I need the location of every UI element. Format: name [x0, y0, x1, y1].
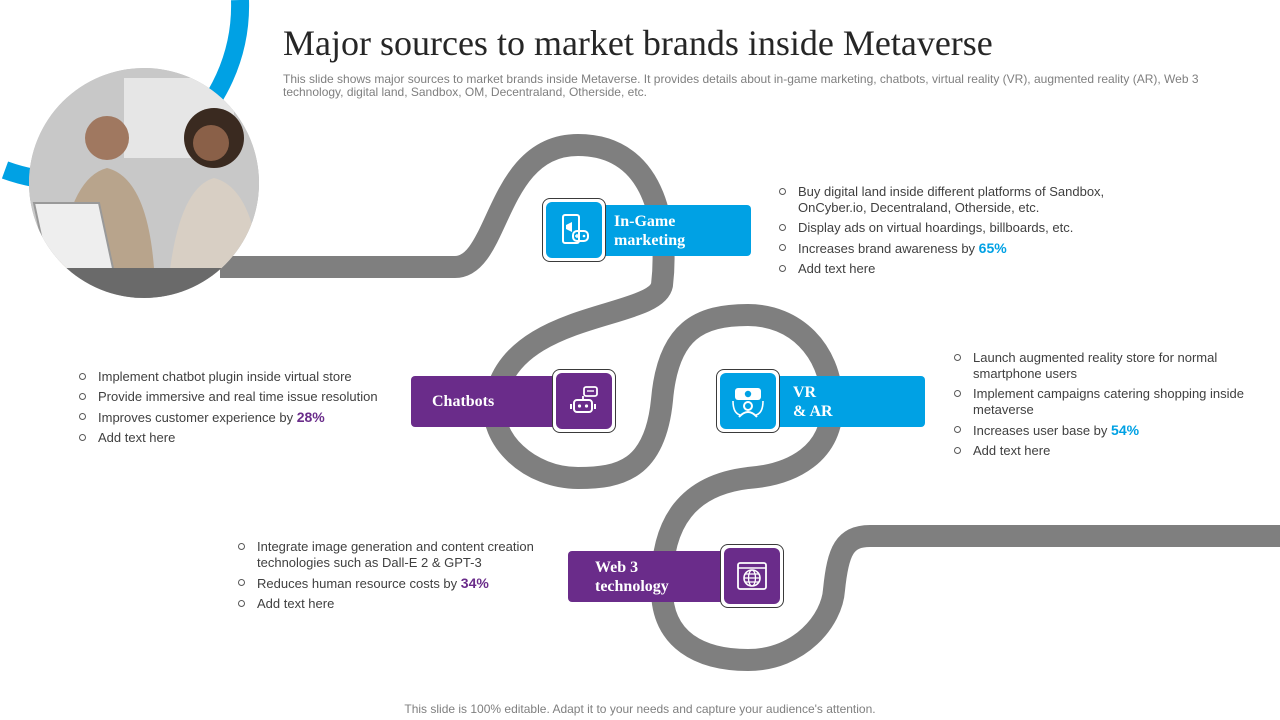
list-item: Add text here [238, 596, 543, 612]
page-subtitle: This slide shows major sources to market… [283, 72, 1199, 99]
list-item: Increases brand awareness by 65% [779, 240, 1124, 257]
vr-ar-label[interactable]: VR & AR [766, 376, 925, 427]
vr-ar-label-line2: & AR [793, 402, 833, 420]
vr-ar-percentage: 54% [1111, 422, 1140, 438]
web3-bullet-list: Integrate image generation and content c… [238, 539, 543, 616]
web3-percentage: 34% [460, 575, 489, 591]
list-item: Add text here [79, 430, 399, 446]
chatbots-bullet-list: Implement chatbot plugin inside virtual … [79, 369, 399, 450]
team-photo [29, 68, 259, 298]
list-item: Buy digital land inside different platfo… [779, 184, 1124, 216]
road-segment-upper [220, 134, 844, 671]
list-item: Add text here [779, 261, 1124, 277]
list-item: Implement campaigns catering shopping in… [954, 386, 1254, 418]
robot-chat-icon [570, 386, 598, 413]
in-game-marketing-label[interactable]: In-Game marketing [592, 205, 751, 256]
chatbots-icon-frame[interactable] [552, 369, 616, 433]
in-game-icon-frame[interactable] [542, 198, 606, 262]
list-item: Increases user base by 54% [954, 422, 1254, 439]
chatbots-label[interactable]: Chatbots [411, 376, 571, 427]
web3-technology-label[interactable]: Web 3 technology [568, 551, 738, 602]
list-item: Display ads on virtual hoardings, billbo… [779, 220, 1124, 236]
chatbots-label-text: Chatbots [432, 393, 495, 410]
people-illustration-icon [29, 68, 259, 298]
list-item: Provide immersive and real time issue re… [79, 389, 399, 405]
web-globe-icon [737, 562, 767, 590]
list-item: Add text here [954, 443, 1254, 459]
web3-label-line1: Web 3 [595, 558, 639, 576]
road-segment-lower [747, 525, 1280, 671]
chatbots-percentage: 28% [296, 409, 325, 425]
list-item: Improves customer experience by 28% [79, 409, 399, 426]
in-game-bullet-list: Buy digital land inside different platfo… [779, 184, 1124, 281]
vr-headset-icon [732, 388, 764, 418]
vr-ar-icon-frame[interactable] [716, 369, 780, 433]
web3-icon-frame[interactable] [720, 544, 784, 608]
list-item: Launch augmented reality store for norma… [954, 350, 1254, 382]
web3-label-line2: technology [595, 577, 669, 595]
vr-ar-label-line1: VR [793, 383, 817, 401]
in-game-label-line1: In-Game [614, 212, 676, 230]
in-game-label-line2: marketing [614, 231, 686, 249]
in-game-percentage: 65% [978, 240, 1007, 256]
vr-ar-bullet-list: Launch augmented reality store for norma… [954, 350, 1254, 463]
game-marketing-icon [562, 214, 589, 244]
list-item: Implement chatbot plugin inside virtual … [79, 369, 399, 385]
footer-note: This slide is 100% editable. Adapt it to… [404, 702, 876, 716]
list-item: Reduces human resource costs by 34% [238, 575, 543, 592]
page-title: Major sources to market brands inside Me… [283, 23, 993, 63]
list-item: Integrate image generation and content c… [238, 539, 543, 571]
